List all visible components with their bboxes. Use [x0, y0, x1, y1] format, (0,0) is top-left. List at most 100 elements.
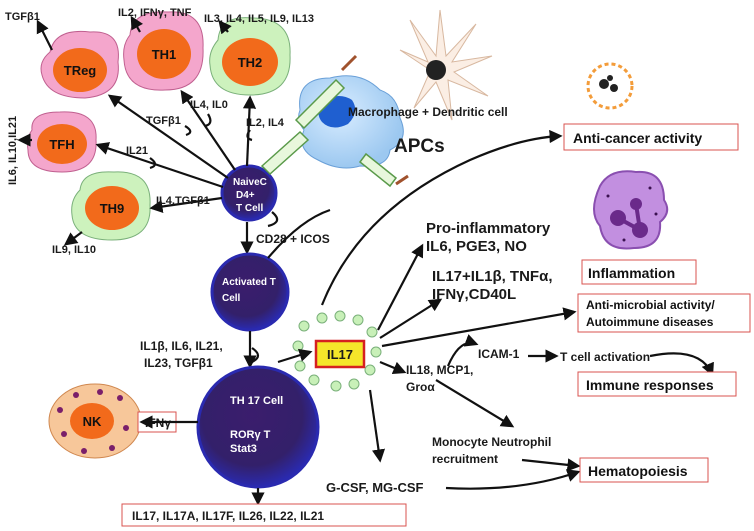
- antimicrobial-label-2: Autoimmune diseases: [586, 315, 714, 329]
- th2-cell: TH2: [209, 17, 291, 96]
- th1-output-arrow: [130, 15, 143, 33]
- il18-label-1: IL18, MCP1,: [406, 363, 473, 377]
- to-tfh-label: IL21: [126, 145, 148, 157]
- naive-label-2: D4+: [236, 190, 255, 201]
- hematopoiesis-box: [579, 457, 709, 483]
- to-th1-curl: [204, 113, 212, 128]
- to-tfh-curl: [149, 157, 157, 170]
- proinflammatory-label-2: IL6, PGE3, NO: [426, 238, 527, 255]
- il17-to-il18-arrow: [379, 360, 407, 375]
- macrophage-label: Macrophage + Dendritic cell: [348, 105, 508, 119]
- tumor-cell-icon: [586, 62, 634, 110]
- il17-label: IL17: [327, 347, 353, 362]
- th9-cell: TH9: [71, 171, 151, 241]
- costim-label: CD28 + ICOS: [256, 232, 330, 246]
- naive-to-tfh-arrow: [95, 142, 224, 189]
- tfh-output-label: IL6, IL10,IL21: [7, 116, 19, 185]
- il18-to-icam-arrow: [446, 334, 479, 367]
- inflammation-label: Inflammation: [588, 265, 675, 281]
- treg-cell: TReg: [40, 30, 119, 99]
- tcr-receptor-upper: [294, 54, 358, 130]
- nk-cell: NK: [48, 383, 142, 459]
- to-th2-curl: [246, 129, 253, 142]
- neutrophil-icon: [593, 170, 669, 250]
- il18-label-2: Groα: [406, 380, 435, 394]
- th17-label-3: Stat3: [230, 443, 257, 455]
- tcell-activation-label: T cell activation: [560, 350, 650, 364]
- to-th9-label: IL4,TGFβ1: [156, 195, 210, 207]
- il17-mix-label-1: IL17+IL1β, TNFα,: [432, 268, 552, 285]
- th17-output-label: IL17, IL17A, IL17F, IL26, IL22, IL21: [132, 509, 324, 523]
- macrophage-dendritic-cell: [298, 75, 404, 169]
- immune-responses-box: [577, 371, 737, 397]
- to-treg-curl: [184, 125, 192, 137]
- il17-to-antimicrobial-arrow: [381, 307, 577, 348]
- th1-cell: TH1: [123, 11, 204, 91]
- il18-to-monocyte-arrow: [435, 379, 515, 428]
- th17-input-label-2: IL23, TGFβ1: [144, 356, 213, 370]
- antimicrobial-box: [577, 293, 751, 333]
- to-th1-label: IL4, IL0: [190, 99, 228, 111]
- icam-label: ICAM-1: [478, 347, 520, 361]
- naive-label-3: T Cell: [236, 203, 263, 214]
- th17-input-curl: [251, 347, 260, 363]
- il17-to-proinflammatory-arrow: [377, 243, 424, 331]
- il17-box: [314, 339, 366, 369]
- il17-to-anticancer-arrow: [320, 129, 563, 306]
- th1-output-label: IL2, IFNγ, TNF: [118, 7, 192, 19]
- activated-tcell: Activated T Cell: [210, 252, 290, 332]
- treg-label: TReg: [64, 63, 97, 78]
- treg-output-arrow: [36, 19, 53, 51]
- th17-output-box: [121, 503, 407, 527]
- activated-curve-arrow: [267, 208, 331, 259]
- naive-to-th1-arrow: [180, 89, 236, 171]
- il17-mix-label-2: IFNγ,CD40L: [432, 286, 516, 303]
- dendritic-star-cell: [399, 9, 493, 121]
- il17-to-gcsf-arrow: [368, 389, 386, 463]
- naive-cd4-tcell: NaiveC D4+ T Cell: [220, 164, 278, 222]
- monocyte-label-1: Monocyte Neutrophil: [432, 435, 551, 449]
- to-treg-label: TGFβ1: [146, 115, 181, 127]
- proinflammatory-label-1: Pro-inflammatory: [426, 220, 551, 237]
- th2-label: TH2: [238, 55, 263, 70]
- apcs-label: APCs: [394, 136, 445, 157]
- il17-to-mix-arrow: [379, 298, 443, 339]
- th17-label-2: RORγ T: [230, 429, 271, 441]
- il17-secretion-cluster: IL17: [292, 310, 382, 392]
- tfh-label: TFH: [49, 137, 74, 152]
- activated-label-1: Activated T: [222, 277, 276, 288]
- naive-self-curl: [267, 211, 279, 228]
- hematopoiesis-label: Hematopoiesis: [588, 463, 688, 479]
- th17-label-1: TH 17 Cell: [230, 395, 283, 407]
- tcr-receptor-mid: [260, 130, 310, 176]
- treg-output-label: TGFβ1: [5, 11, 40, 23]
- th17-input-label-1: IL1β, IL6, IL21,: [140, 339, 223, 353]
- anticancer-box: [563, 123, 739, 151]
- naive-label-1: NaiveC: [233, 177, 267, 188]
- th9-output-arrow: [63, 231, 83, 246]
- tfh-cell: TFH: [27, 111, 97, 173]
- tcell-to-immune-arrow: [649, 352, 714, 377]
- monocyte-to-hemato-arrow: [521, 458, 581, 472]
- nk-label: NK: [83, 414, 102, 429]
- immune-responses-label: Immune responses: [586, 377, 714, 393]
- to-th2-label: IL2, IL4: [246, 117, 285, 129]
- anticancer-label: Anti-cancer activity: [573, 130, 702, 146]
- th2-output-arrow: [218, 19, 232, 35]
- gcsf-label: G-CSF, MG-CSF: [326, 480, 424, 495]
- gcsf-to-hemato-arrow: [445, 469, 581, 490]
- th17-to-il17-arrow: [277, 348, 313, 364]
- activated-label-2: Cell: [222, 293, 241, 304]
- th17-cell: TH 17 Cell RORγ T Stat3: [196, 365, 320, 489]
- tcr-receptor-lower: [358, 152, 409, 188]
- th1-label: TH1: [152, 47, 177, 62]
- naive-to-treg-arrow: [107, 94, 229, 179]
- th9-label: TH9: [100, 201, 125, 216]
- inflammation-box: [581, 259, 697, 285]
- antimicrobial-label-1: Anti-microbial activity/: [586, 298, 715, 312]
- monocyte-label-2: recruitment: [432, 452, 498, 466]
- naive-to-th9-arrow: [149, 196, 223, 214]
- th9-output-label: IL9, IL10: [52, 244, 96, 256]
